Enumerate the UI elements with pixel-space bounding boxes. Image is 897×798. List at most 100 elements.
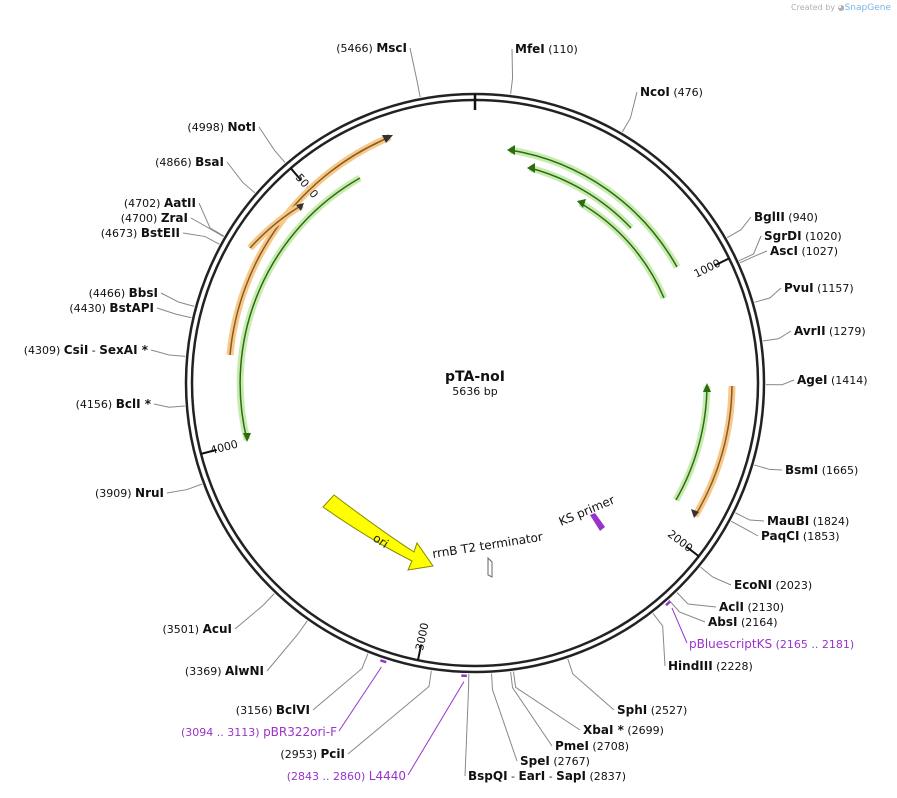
site-leader-line <box>754 464 783 471</box>
site-leader-line <box>676 592 717 608</box>
site-leader-line <box>668 599 706 623</box>
orf-green-5-glow <box>672 385 711 502</box>
ruler-tick <box>289 167 302 182</box>
site-label: (4673) BstEII <box>101 226 180 240</box>
ruler-tick-label: 1000 <box>692 257 723 281</box>
orf-green-3-arrowhead <box>527 163 535 173</box>
primer-leader-line <box>338 666 382 732</box>
site-label: (4998) NotI <box>187 120 256 134</box>
site-leader-line <box>312 653 369 711</box>
orf-green-5 <box>675 385 708 501</box>
site-label: SphI (2527) <box>617 703 687 717</box>
ori-feature <box>322 494 434 571</box>
site-leader-line <box>512 671 581 731</box>
site-label: NcoI (476) <box>640 85 703 99</box>
site-leader-line <box>266 620 308 672</box>
primer-leader-line <box>671 607 688 644</box>
orf-green-2-arrowhead <box>507 145 515 155</box>
site-label: HindIII (2228) <box>668 659 753 673</box>
site-label: BspQI - EarI - SapI (2837) <box>468 769 626 783</box>
primer-label: (3094 .. 3113) pBR322ori-F <box>181 725 337 739</box>
ruler-tick <box>416 644 423 661</box>
orf-orange-3 <box>694 385 733 517</box>
site-label: AvrII (1279) <box>794 324 866 338</box>
ks-primer-label: KS primer <box>557 493 617 529</box>
site-label: (4156) BclI * <box>76 397 152 411</box>
ruler-tick <box>714 257 730 267</box>
site-leader-line <box>190 217 224 237</box>
terminator-label: rrnB T2 terminator <box>431 530 544 561</box>
ruler-tick-label: 3000 <box>413 622 431 652</box>
primer-mark <box>379 659 387 664</box>
site-leader-line <box>652 612 666 667</box>
site-leader-line <box>510 671 553 747</box>
site-leader-line <box>347 670 432 755</box>
site-leader-line <box>234 593 275 630</box>
site-label: SgrDI (1020) <box>764 229 842 243</box>
site-leader-line <box>754 287 782 303</box>
site-label: PaqCI (1853) <box>761 529 840 543</box>
site-label: MauBI (1824) <box>767 514 849 528</box>
site-label: (4430) BstAPI <box>69 301 154 315</box>
site-label: EcoNI (2023) <box>734 578 812 592</box>
site-leader-line <box>621 91 638 133</box>
site-leader-line <box>738 235 762 262</box>
site-label: PmeI (2708) <box>555 739 629 753</box>
site-leader-line <box>150 349 186 357</box>
site-label: (4866) BsaI <box>155 155 224 169</box>
orf-green-1-glow <box>236 174 362 441</box>
site-label: (3369) AlwNI <box>185 664 264 678</box>
site-label: (5466) MscI <box>336 41 407 55</box>
snapgene-credit: Created by ◕SnapGene <box>791 3 891 13</box>
site-label: (4702) AatII <box>124 196 196 210</box>
primer-annotations: pBluescriptKS (2165 .. 2181) (3094 .. 311… <box>181 600 854 783</box>
orf-green-3 <box>529 167 632 229</box>
site-label: (3909) NruI <box>95 486 164 500</box>
site-leader-line <box>730 520 759 537</box>
site-label: SpeI (2767) <box>520 754 590 768</box>
site-label: (3156) BclVI <box>236 703 310 717</box>
site-leader-line <box>166 483 203 494</box>
site-label: (4466) BbsI <box>89 286 158 300</box>
site-label: AbsI (2164) <box>708 615 778 629</box>
orf-orange-1-arrowhead <box>382 135 393 143</box>
site-leader-line <box>464 673 470 777</box>
site-leader-line <box>226 161 256 194</box>
orf-green-1-arrowhead <box>243 433 251 442</box>
credit-brand: SnapGene <box>844 3 891 13</box>
site-leader-line <box>765 379 795 386</box>
orf-orange-2-arrowhead <box>296 203 304 211</box>
site-label: XbaI * (2699) <box>583 723 664 737</box>
credit-prefix: Created by <box>791 3 836 12</box>
site-leader-line <box>409 47 421 98</box>
primer-label: (2843 .. 2860) L4440 <box>287 769 406 783</box>
site-label: (2953) PciI <box>280 747 345 761</box>
site-label: (4309) CsiI - SexAI * <box>24 343 149 357</box>
orf-green-5-arrowhead <box>703 383 711 392</box>
site-label: AscI (1027) <box>770 244 838 258</box>
site-leader-line <box>258 126 286 163</box>
snapgene-logo-icon: ◕ <box>837 3 845 12</box>
ruler-tick <box>200 448 217 455</box>
site-label: AclI (2130) <box>719 600 784 614</box>
site-label: MfeI (110) <box>515 42 578 56</box>
site-leader-line <box>567 658 615 711</box>
site-leader-line <box>153 403 185 408</box>
site-leader-line <box>739 250 768 264</box>
plasmid-length: 5636 bp <box>452 385 497 398</box>
site-label: BsmI (1665) <box>785 463 858 477</box>
ruler-tick <box>685 545 700 558</box>
ks-primer-feature <box>590 513 605 531</box>
ruler-tick-label: 4000 <box>209 438 239 458</box>
site-leader-line <box>762 330 792 342</box>
site-leader-line <box>726 216 752 239</box>
orf-orange-2-glow <box>247 202 304 251</box>
site-label: AgeI (1414) <box>797 373 868 387</box>
site-label: PvuI (1157) <box>784 281 854 295</box>
site-label: (3501) AcuI <box>163 622 233 636</box>
site-leader-line <box>491 673 518 762</box>
site-leader-line <box>735 512 765 522</box>
orf-green-4 <box>579 202 665 299</box>
primer-label: pBluescriptKS (2165 .. 2181) <box>689 637 854 651</box>
